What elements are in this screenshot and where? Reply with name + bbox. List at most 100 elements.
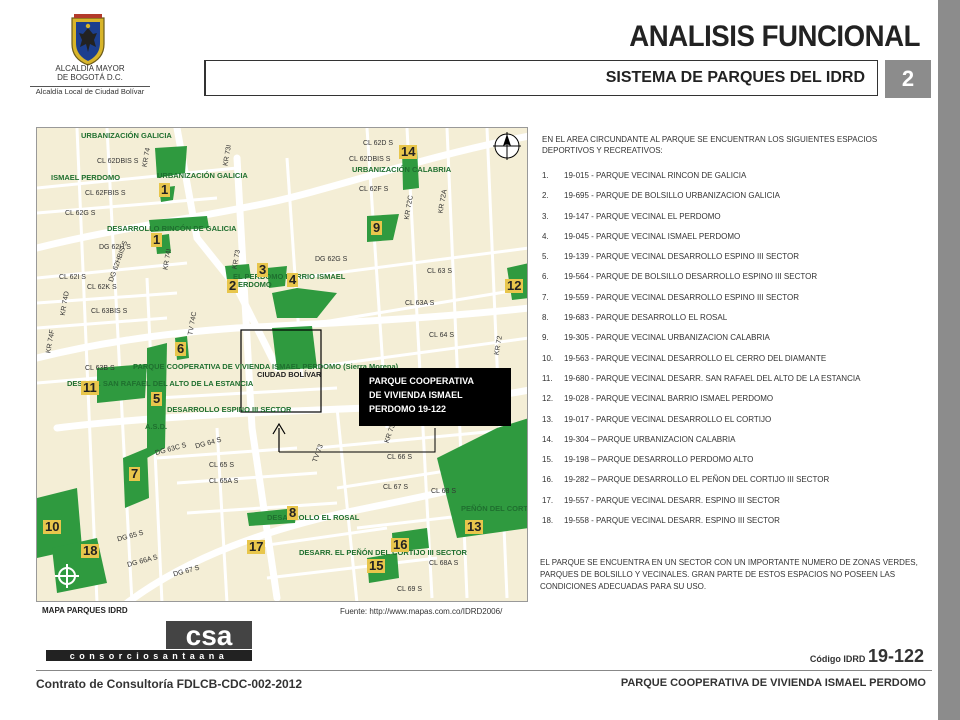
park-number: 8: [287, 505, 299, 520]
park-number: 2: [227, 278, 239, 293]
road-label: CL 67 S: [383, 484, 409, 491]
codigo-idrd: Código IDRD 19-122: [760, 646, 924, 667]
road-label: CL 68A S: [429, 560, 459, 567]
park-number: 1: [159, 182, 171, 197]
csa-logo: csa consorciosantaana: [46, 621, 252, 661]
area-label-espino: DESARROLLO ESPINO III SECTOR: [167, 405, 292, 414]
road-label: CL 62D S: [363, 140, 394, 147]
road-label: CL 63 S: [427, 268, 453, 275]
area-label-galicia-2: URBANIZACIÓN GALICIA: [157, 171, 248, 180]
intro-text: EN EL AREA CIRCUNDANTE AL PARQUE SE ENCU…: [542, 135, 878, 155]
callout-line3: PERDOMO 19-122: [369, 404, 447, 414]
list-item: 12.19-028 - PARQUE VECINAL BARRIO ISMAEL…: [542, 394, 774, 404]
road-label: CL 64 S: [429, 332, 455, 339]
codigo-label: Código IDRD: [809, 654, 866, 664]
list-item: 16.19-282 – PARQUE DESARROLLO EL PEÑON D…: [542, 475, 830, 485]
parks-map: URBANIZACIÓN GALICIA URBANIZACIÓN GALICI…: [36, 127, 528, 602]
callout-line1: PARQUE COOPERATIVA: [369, 376, 475, 386]
area-label-calabria: URBANIZACIÓN CALABRIA: [352, 165, 452, 174]
park-number: 1: [151, 232, 163, 247]
park-number: 5: [151, 391, 163, 406]
area-label-rincon: DESARROLLO RINCÓN DE GALICIA: [107, 224, 237, 233]
list-item: 10.19-563 - PARQUE VECINAL DESARROLLO EL…: [542, 353, 827, 363]
list-item: 9.19-305 - PARQUE VECINAL URBANIZACION C…: [542, 333, 770, 343]
alcaldia-line1: ALCALDÍA MAYOR: [55, 64, 125, 73]
map-graphics: [37, 128, 527, 601]
list-item: 14.19-304 – PARQUE URBANIZACION CALABRIA: [542, 434, 736, 444]
park-number: 15: [367, 558, 386, 573]
road-label: CL 62DBIS S: [97, 158, 139, 165]
road-label: CL 65 S: [209, 462, 235, 469]
road-label: CL 63BIS S: [91, 308, 128, 315]
logo-subtext: consorciosantaana: [70, 651, 229, 661]
park-number: 4: [287, 272, 299, 287]
list-item: 3.19-147 - PARQUE VECINAL EL PERDOMO: [542, 211, 721, 221]
compass-icon: [55, 564, 79, 588]
area-label-cortijo-2: DESARR. EL PEÑÓN DEL CORTIJO III SECTOR: [299, 548, 467, 557]
park-number: 17: [247, 539, 266, 554]
list-item: 17.19-557 - PARQUE VECINAL DESARR. ESPIN…: [542, 495, 780, 505]
park-name-footer: PARQUE COOPERATIVA DE VIVIENDA ISMAEL PE…: [620, 677, 926, 689]
road-label: CL 62F S: [359, 186, 389, 193]
outro-text: EL PARQUE SE ENCUENTRA EN UN SECTOR CON …: [540, 558, 918, 591]
area-label-coop: PARQUE COOPERATIVA DE VIVIENDA ISMAEL PE…: [133, 362, 399, 371]
list-item: 8.19-683 - PARQUE DESARROLLO EL ROSAL: [542, 313, 728, 323]
list-item: 5.19-139 - PARQUE VECINAL DESARROLLO ESP…: [542, 252, 800, 262]
map-source: Fuente: http://www.mapas.com.co/IDRD2006…: [340, 607, 503, 616]
list-item: 15.19-198 – PARQUE DESARROLLO PERDOMO AL…: [542, 455, 754, 465]
list-item: 18.19-558 - PARQUE VECINAL DESARR. ESPIN…: [542, 516, 780, 526]
contract-label: Contrato de Consultoría FDLCB-CDC-002-20…: [36, 677, 303, 691]
list-item: 7.19-559 - PARQUE VECINAL DESARROLLO ESP…: [542, 292, 800, 302]
list-item: 1.19-015 - PARQUE VECINAL RINCON DE GALI…: [542, 171, 747, 180]
bogota-crest-icon: [71, 14, 105, 66]
alcaldia-label: ALCALDÍA MAYOR DE BOGOTÁ D.C. Alcaldía L…: [30, 64, 150, 96]
road-label: CL 65A S: [209, 478, 239, 485]
park-number: 10: [43, 519, 62, 534]
page-number-badge: 2: [885, 60, 931, 98]
park-number: 9: [371, 220, 383, 235]
park-callout: PARQUE COOPERATIVA DE VIVIENDA ISMAEL PE…: [359, 368, 511, 426]
area-label-ciudad: CIUDAD BOLÍVAR: [257, 370, 322, 379]
road-label: CL 63B S: [85, 365, 115, 372]
park-number: 7: [129, 466, 141, 481]
road-label: DG 62H S: [99, 244, 131, 251]
page-subtitle: SISTEMA DE PARQUES DEL IDRD: [605, 69, 865, 86]
callout-line2: DE VIVIENDA ISMAEL: [369, 390, 463, 400]
codigo-number: 19-122: [867, 646, 924, 666]
road-label: CL 62I S: [59, 274, 86, 281]
alcaldia-line2: DE BOGOTÁ D.C.: [57, 73, 123, 82]
list-item: 11.19-680 - PARQUE VECINAL DESARR. SAN R…: [542, 373, 861, 383]
parks-list: 1.19-015 - PARQUE VECINAL RINCON DE GALI…: [542, 166, 932, 531]
alcaldia-line3: Alcaldía Local de Ciudad Bolívar: [30, 86, 150, 96]
subtitle-box: SISTEMA DE PARQUES DEL IDRD: [204, 60, 878, 96]
road-label: CL 62G S: [65, 210, 96, 217]
area-label-asd: A.S.D.: [145, 422, 168, 431]
list-item: 4.19-045 - PARQUE VECINAL ISMAEL PERDOMO: [542, 231, 741, 241]
right-side-bar: [938, 0, 960, 720]
list-item: 6.19-564 - PARQUE DE BOLSILLO DESARROLLO…: [542, 272, 818, 282]
logo-text: csa: [186, 621, 233, 651]
road-label: CL 62DBIS S: [349, 156, 391, 163]
park-number: 11: [81, 380, 99, 395]
road-label: DG 62G S: [315, 256, 348, 263]
park-number: 6: [175, 341, 187, 356]
road-label: CL 66 S: [387, 454, 413, 461]
north-arrow-icon: [493, 132, 521, 160]
park-number: 3: [257, 262, 269, 277]
area-label-rosal: DESARROLLO EL ROSAL: [267, 513, 360, 522]
list-item: 2.19-695 - PARQUE DE BOLSILLO URBANIZACI…: [542, 191, 780, 201]
park-number: 14: [399, 144, 418, 159]
footer-divider: [36, 670, 932, 671]
road-label: CL 63A S: [405, 300, 435, 307]
area-label-ismael: ISMAEL PERDOMO: [51, 173, 121, 182]
park-number: 18: [81, 543, 100, 558]
road-label: CL 62K S: [87, 284, 117, 291]
page-title: ANALISIS FUNCIONAL: [629, 20, 920, 53]
park-number: 12: [505, 278, 524, 293]
area-label-cortijo: PEÑÓN DEL CORTIJO: [461, 504, 528, 513]
road-label: CL 62FBIS S: [85, 190, 126, 197]
area-label-sanrafael: DESARR. SAN RAFAEL DEL ALTO DE LA ESTANC…: [67, 379, 254, 388]
park-number: 13: [465, 519, 484, 534]
map-caption: MAPA PARQUES IDRD: [42, 606, 128, 615]
area-label-galicia: URBANIZACIÓN GALICIA: [81, 131, 172, 140]
